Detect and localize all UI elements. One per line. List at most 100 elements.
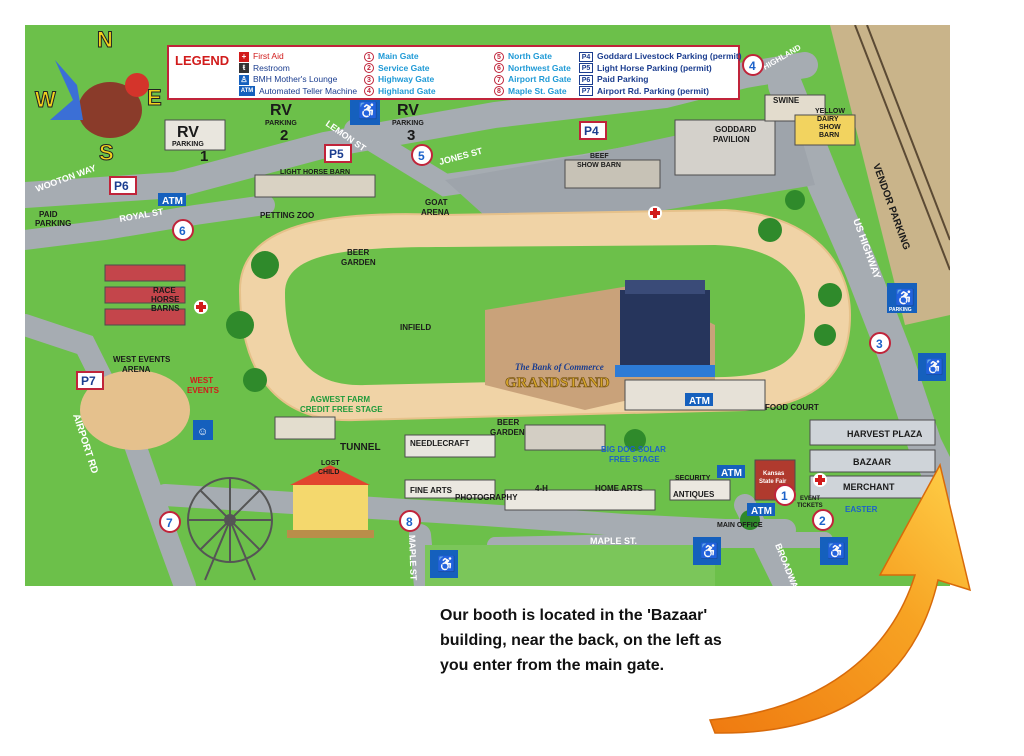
legend-label: Highway Gate	[378, 74, 435, 84]
atm-markers: ATM ATM ATM ATM	[158, 193, 775, 517]
legend-label: Restroom	[253, 62, 290, 73]
p4-code: P4	[584, 124, 599, 138]
west-events-arena-label-2: ARENA	[122, 365, 151, 374]
legend-label: Main Gate	[378, 51, 419, 61]
mothers-lounge-icon: ♙	[239, 74, 249, 85]
goddard-pavilion-label-2: PAVILION	[713, 135, 750, 144]
gate-badge: 4	[364, 86, 374, 97]
compass-e: E	[147, 85, 162, 110]
note-line-2: building, near the back, on the left as	[440, 632, 722, 649]
booth-location-note: Our booth is located in the 'Bazaar' bui…	[440, 603, 820, 678]
wheelchair-icon: ♿	[827, 542, 846, 560]
swine-label: SWINE	[773, 96, 800, 105]
atm-sign: ATM	[747, 503, 775, 517]
parking-code: P6	[579, 74, 593, 85]
gate-3: 3	[869, 332, 891, 354]
gate-2-number: 2	[819, 514, 826, 528]
accessible-parking-sign: ♿	[350, 95, 380, 125]
rv1-title: RV	[177, 124, 199, 141]
street-maple-vertical: MAPLE ST	[407, 535, 419, 581]
main-office-label: MAIN OFFICE	[717, 522, 763, 529]
legend-row: 4 Highland Gate	[364, 86, 436, 98]
rv-parking-2: RV PARKING 2	[265, 102, 297, 144]
rv1-parking: PARKING	[172, 141, 204, 148]
beer-garden-bottom-label-1: BEER	[497, 418, 519, 427]
first-aid-icon: +	[239, 51, 249, 62]
atm-label: ATM	[689, 396, 710, 407]
goddard-pavilion-label-1: GODDARD	[715, 125, 757, 134]
beer-garden-top-label-2: GARDEN	[341, 258, 376, 267]
restroom-icon: ŧ	[239, 63, 249, 74]
wheelchair-icon: ♿	[437, 555, 456, 573]
grandstand-sponsor-label: The Bank of Commerce	[515, 362, 604, 372]
mothers-lounge-sign: ☺	[193, 420, 213, 440]
wheelchair-icon: ♿	[895, 288, 915, 307]
legend-label: Light Horse Parking (permit)	[597, 62, 712, 73]
gate-4-number: 4	[749, 59, 756, 73]
beef-show-barn-label-2: SHOW BARN	[577, 162, 621, 169]
ferris-wheel	[187, 477, 273, 581]
railroad-track	[854, 25, 950, 271]
gate-5: 5	[411, 144, 433, 166]
easter-label: EASTER	[845, 505, 878, 514]
legend-label: Goddard Livestock Parking (permit)	[597, 51, 742, 61]
yellow-dairy-label-1: YELLOW	[815, 108, 845, 115]
infield-label: INFIELD	[400, 323, 431, 332]
big-dog-label-1: BIG DOG SOLAR	[601, 445, 666, 454]
harvest-plaza-label: HARVEST PLAZA	[847, 429, 923, 439]
trees	[226, 190, 842, 530]
street-maple-horizontal: MAPLE ST.	[590, 536, 637, 546]
atm-label: ATM	[751, 506, 772, 517]
antiques-label: ANTIQUES	[673, 490, 715, 499]
event-tickets-label-1: EVENT	[800, 496, 820, 502]
gate-4: 4	[742, 54, 764, 76]
yellow-dairy-label-4: BARN	[819, 132, 839, 139]
p6-badge: P6	[109, 176, 137, 195]
atm-sign: ATM	[685, 393, 713, 407]
legend-row: P7 Airport Rd. Parking (permit)	[579, 86, 742, 98]
rv-parking-1: RV PARKING 1	[172, 124, 208, 165]
vendor-parking-area	[830, 25, 950, 325]
rv2-parking: PARKING	[265, 120, 297, 127]
atm-sign: ATM	[158, 193, 186, 207]
first-aid-markers	[194, 206, 827, 487]
grandstand-label: GRANDSTAND	[505, 375, 610, 391]
gate-badge: 3	[364, 74, 374, 85]
legend-label: Airport Rd. Parking (permit)	[597, 85, 709, 96]
agwest-label-2: CREDIT FREE STAGE	[300, 405, 383, 414]
fine-arts-label: FINE ARTS	[410, 486, 453, 495]
security-label: SECURITY	[675, 475, 711, 482]
parking-code: P7	[579, 86, 593, 97]
p7-badge: P7	[76, 371, 104, 390]
fair-map: N S E W WOOTON WAY ROYAL ST LEMON ST JON…	[25, 25, 950, 586]
yellow-dairy-label-2: DAIRY	[817, 116, 839, 123]
petting-zoo-label: PETTING ZOO	[260, 211, 314, 220]
race-horse-barns-label-1: RACE	[153, 286, 176, 295]
race-horse-barns-label-2: HORSE	[151, 295, 180, 304]
gate-6: 6	[172, 219, 194, 241]
legend-title: LEGEND	[175, 53, 230, 68]
rv3-title: RV	[397, 102, 419, 119]
west-events-arena-label-1: WEST EVENTS	[113, 355, 171, 364]
accessible-parking-sign: ♿	[430, 550, 458, 578]
gate-1: 1	[774, 484, 796, 506]
gate-7-number: 7	[166, 516, 173, 530]
bazaar-label: BAZAAR	[853, 457, 891, 467]
yellow-dairy-label-3: SHOW	[819, 124, 841, 131]
parking-label: PARKING	[889, 307, 912, 313]
gate-8: 8	[399, 510, 421, 532]
note-line-3: you enter from the main gate.	[440, 657, 665, 674]
legend-label: Highland Gate	[378, 85, 436, 96]
food-court-label: FOOD COURT	[765, 403, 819, 412]
legend-row: ŧ Restroom	[239, 63, 357, 75]
